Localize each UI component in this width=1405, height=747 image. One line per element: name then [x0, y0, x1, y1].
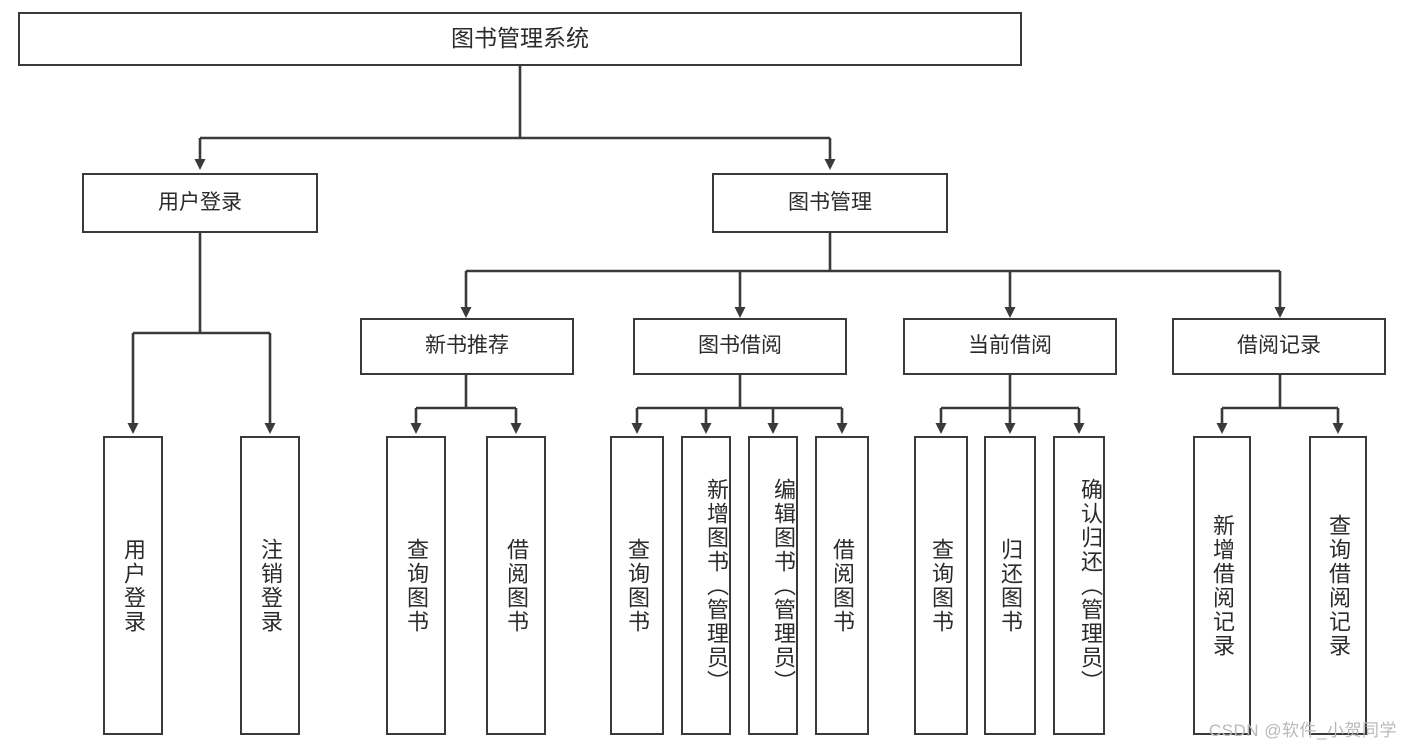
node-current-borrow[interactable]: 当前借阅 [903, 318, 1117, 375]
node-leaf-borrow-book-1[interactable]: 借阅图书 [486, 436, 546, 735]
node-leaf-return-book-label: 归还图书 [997, 537, 1023, 634]
node-book-manage[interactable]: 图书管理 [712, 173, 948, 233]
node-leaf-logout-label: 注销登录 [257, 537, 283, 634]
node-leaf-logout[interactable]: 注销登录 [240, 436, 300, 735]
node-leaf-add-book[interactable]: 新增图书（管理员） [681, 436, 731, 735]
node-leaf-edit-book-label: 编辑图书（管理员） [771, 477, 796, 694]
node-leaf-add-record[interactable]: 新增借阅记录 [1193, 436, 1251, 735]
node-leaf-borrow-book-2[interactable]: 借阅图书 [815, 436, 869, 735]
node-leaf-query-record[interactable]: 查询借阅记录 [1309, 436, 1367, 735]
node-leaf-query-book-3-label: 查询图书 [928, 537, 954, 634]
node-book-borrow[interactable]: 图书借阅 [633, 318, 847, 375]
node-leaf-return-book[interactable]: 归还图书 [984, 436, 1036, 735]
node-leaf-borrow-book-1-label: 借阅图书 [503, 537, 529, 634]
node-book-manage-label: 图书管理 [788, 190, 872, 214]
node-leaf-user-login[interactable]: 用户登录 [103, 436, 163, 735]
node-new-book-recommend-label: 新书推荐 [425, 334, 509, 358]
node-borrow-record-label: 借阅记录 [1237, 334, 1321, 358]
node-leaf-query-book-2-label: 查询图书 [624, 537, 650, 634]
node-leaf-confirm-return[interactable]: 确认归还（管理员） [1053, 436, 1105, 735]
node-root-label: 图书管理系统 [451, 25, 589, 52]
node-leaf-add-record-label: 新增借阅记录 [1209, 513, 1235, 658]
node-leaf-confirm-return-label: 确认归还（管理员） [1078, 477, 1103, 694]
node-borrow-record[interactable]: 借阅记录 [1172, 318, 1386, 375]
watermark: CSDN @软件_小贺同学 [1208, 721, 1397, 740]
node-leaf-borrow-book-2-label: 借阅图书 [829, 537, 855, 634]
node-leaf-add-book-label: 新增图书（管理员） [704, 477, 729, 694]
node-leaf-edit-book[interactable]: 编辑图书（管理员） [748, 436, 798, 735]
node-leaf-query-book-3[interactable]: 查询图书 [914, 436, 968, 735]
node-leaf-query-book-1-label: 查询图书 [403, 537, 429, 634]
node-leaf-query-record-label: 查询借阅记录 [1325, 513, 1351, 658]
node-leaf-user-login-label: 用户登录 [120, 537, 146, 634]
node-current-borrow-label: 当前借阅 [968, 334, 1052, 358]
node-user-login-label: 用户登录 [158, 190, 242, 214]
node-new-book-recommend[interactable]: 新书推荐 [360, 318, 574, 375]
node-leaf-query-book-1[interactable]: 查询图书 [386, 436, 446, 735]
node-root[interactable]: 图书管理系统 [18, 12, 1022, 66]
node-leaf-query-book-2[interactable]: 查询图书 [610, 436, 664, 735]
node-book-borrow-label: 图书借阅 [698, 334, 782, 358]
node-user-login[interactable]: 用户登录 [82, 173, 318, 233]
